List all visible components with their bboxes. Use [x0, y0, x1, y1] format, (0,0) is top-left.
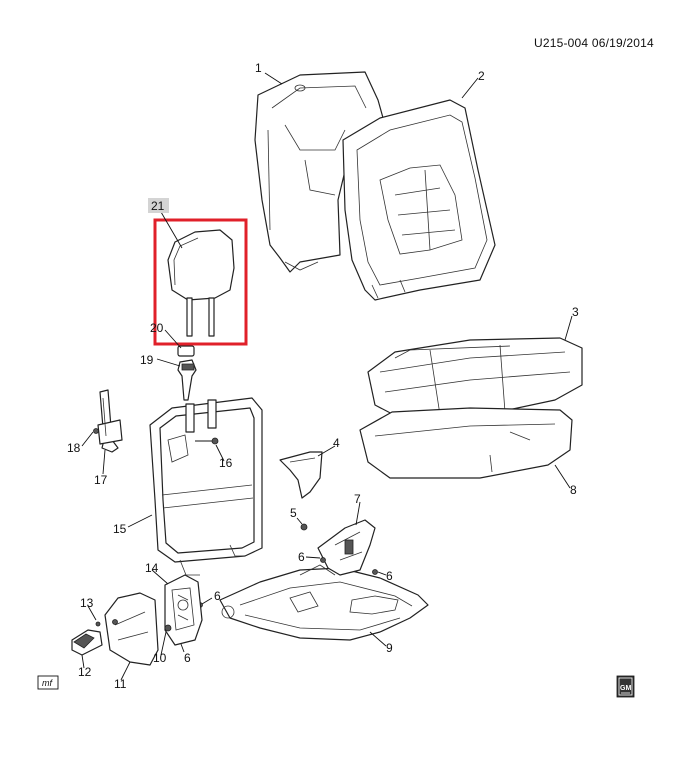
callout-18: 18 — [67, 441, 81, 455]
cushion-frame-part-9 — [219, 564, 429, 641]
side-shield-part-11 — [104, 592, 159, 666]
diagram-code: U215-004 06/19/2014 — [534, 36, 654, 50]
callout-6c: 6 — [214, 589, 221, 603]
gm-logo-text: GM — [620, 685, 631, 692]
pivot-part-10 — [164, 624, 172, 632]
callout-labels: 1 2 3 4 5 6 6 6 6 7 8 9 10 11 12 13 14 1… — [67, 61, 579, 691]
callout-8: 8 — [570, 483, 577, 497]
callout-19: 19 — [140, 353, 154, 367]
callout-17: 17 — [94, 473, 108, 487]
headrest-part-21 — [167, 229, 235, 337]
leader-lines — [81, 72, 573, 681]
release-handle-part-12 — [71, 629, 103, 656]
callout-6b: 6 — [386, 569, 393, 583]
callout-2: 2 — [478, 69, 485, 83]
mf-label: mf — [42, 678, 53, 688]
callout-12: 12 — [78, 665, 92, 679]
highlight-box-part-21 — [153, 218, 248, 346]
callout-3: 3 — [572, 305, 579, 319]
seat-back-panel-part-1 — [254, 71, 386, 273]
headrest-guide-part-19 — [177, 359, 197, 401]
callout-14: 14 — [145, 561, 159, 575]
recliner-mechanism-part-14 — [164, 574, 203, 646]
callout-11: 11 — [114, 677, 127, 691]
seat-back-cushion-part-2 — [342, 99, 496, 301]
guide-sleeve-part-20 — [177, 345, 195, 357]
mount-bracket-part-7 — [317, 519, 376, 576]
callout-21: 21 — [151, 199, 165, 213]
bolt-part-18 — [93, 428, 99, 434]
bolt-part-5 — [296, 517, 308, 531]
callout-6d: 6 — [184, 651, 191, 665]
callout-7: 7 — [354, 492, 361, 506]
latch-bracket-part-17 — [97, 389, 123, 453]
callout-10: 10 — [153, 651, 167, 665]
callout-9: 9 — [386, 641, 393, 655]
callout-1: 1 — [255, 61, 262, 75]
callout-20: 20 — [150, 321, 164, 335]
mf-label-box: mf — [37, 675, 59, 690]
bolt-part-16 — [195, 437, 219, 445]
callout-4: 4 — [333, 436, 340, 450]
callout-15: 15 — [113, 522, 127, 536]
gm-logo: GM — [616, 675, 635, 698]
seat-back-frame-part-15 — [149, 397, 263, 576]
callout-13: 13 — [80, 596, 94, 610]
callout-5: 5 — [290, 506, 297, 520]
cushion-pad-part-8 — [359, 407, 573, 479]
callout-21-badge: 21 — [148, 198, 169, 213]
callout-16: 16 — [219, 456, 233, 470]
seat-cushion-part-3 — [367, 337, 583, 419]
side-trim-cover-part-4 — [279, 451, 323, 499]
callout-6a: 6 — [298, 550, 305, 564]
screw-part-13 — [95, 621, 101, 627]
